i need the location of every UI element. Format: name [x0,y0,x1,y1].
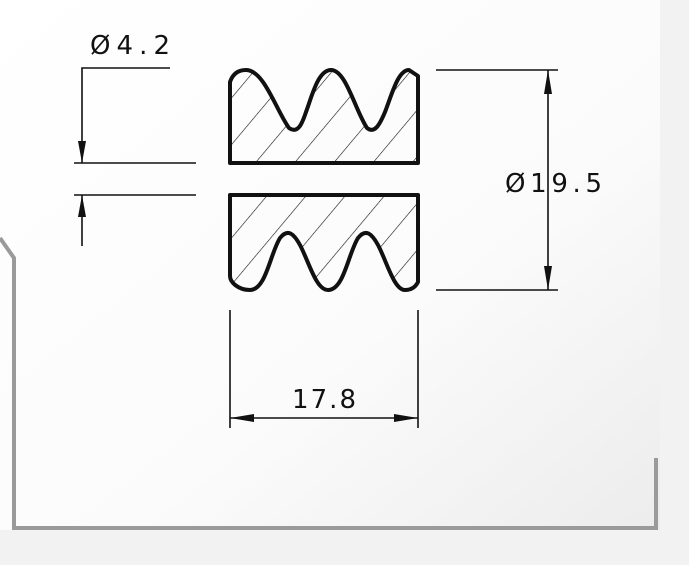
bore-extension-lines [74,162,196,196]
outer-diameter-label: Ø19.5 [505,169,602,199]
length-label: 17.8 [292,385,356,415]
outer-diameter-dimension [436,69,558,291]
pulley-section-bottom [228,193,420,292]
pulley-section-top [228,68,420,165]
bore-diameter-label: Ø4.2 [90,31,170,61]
length-dimension [229,310,419,428]
sheet-frame-left [0,236,658,530]
bore-diameter-dimension [78,67,170,246]
section-hatch-bottom [230,195,418,290]
